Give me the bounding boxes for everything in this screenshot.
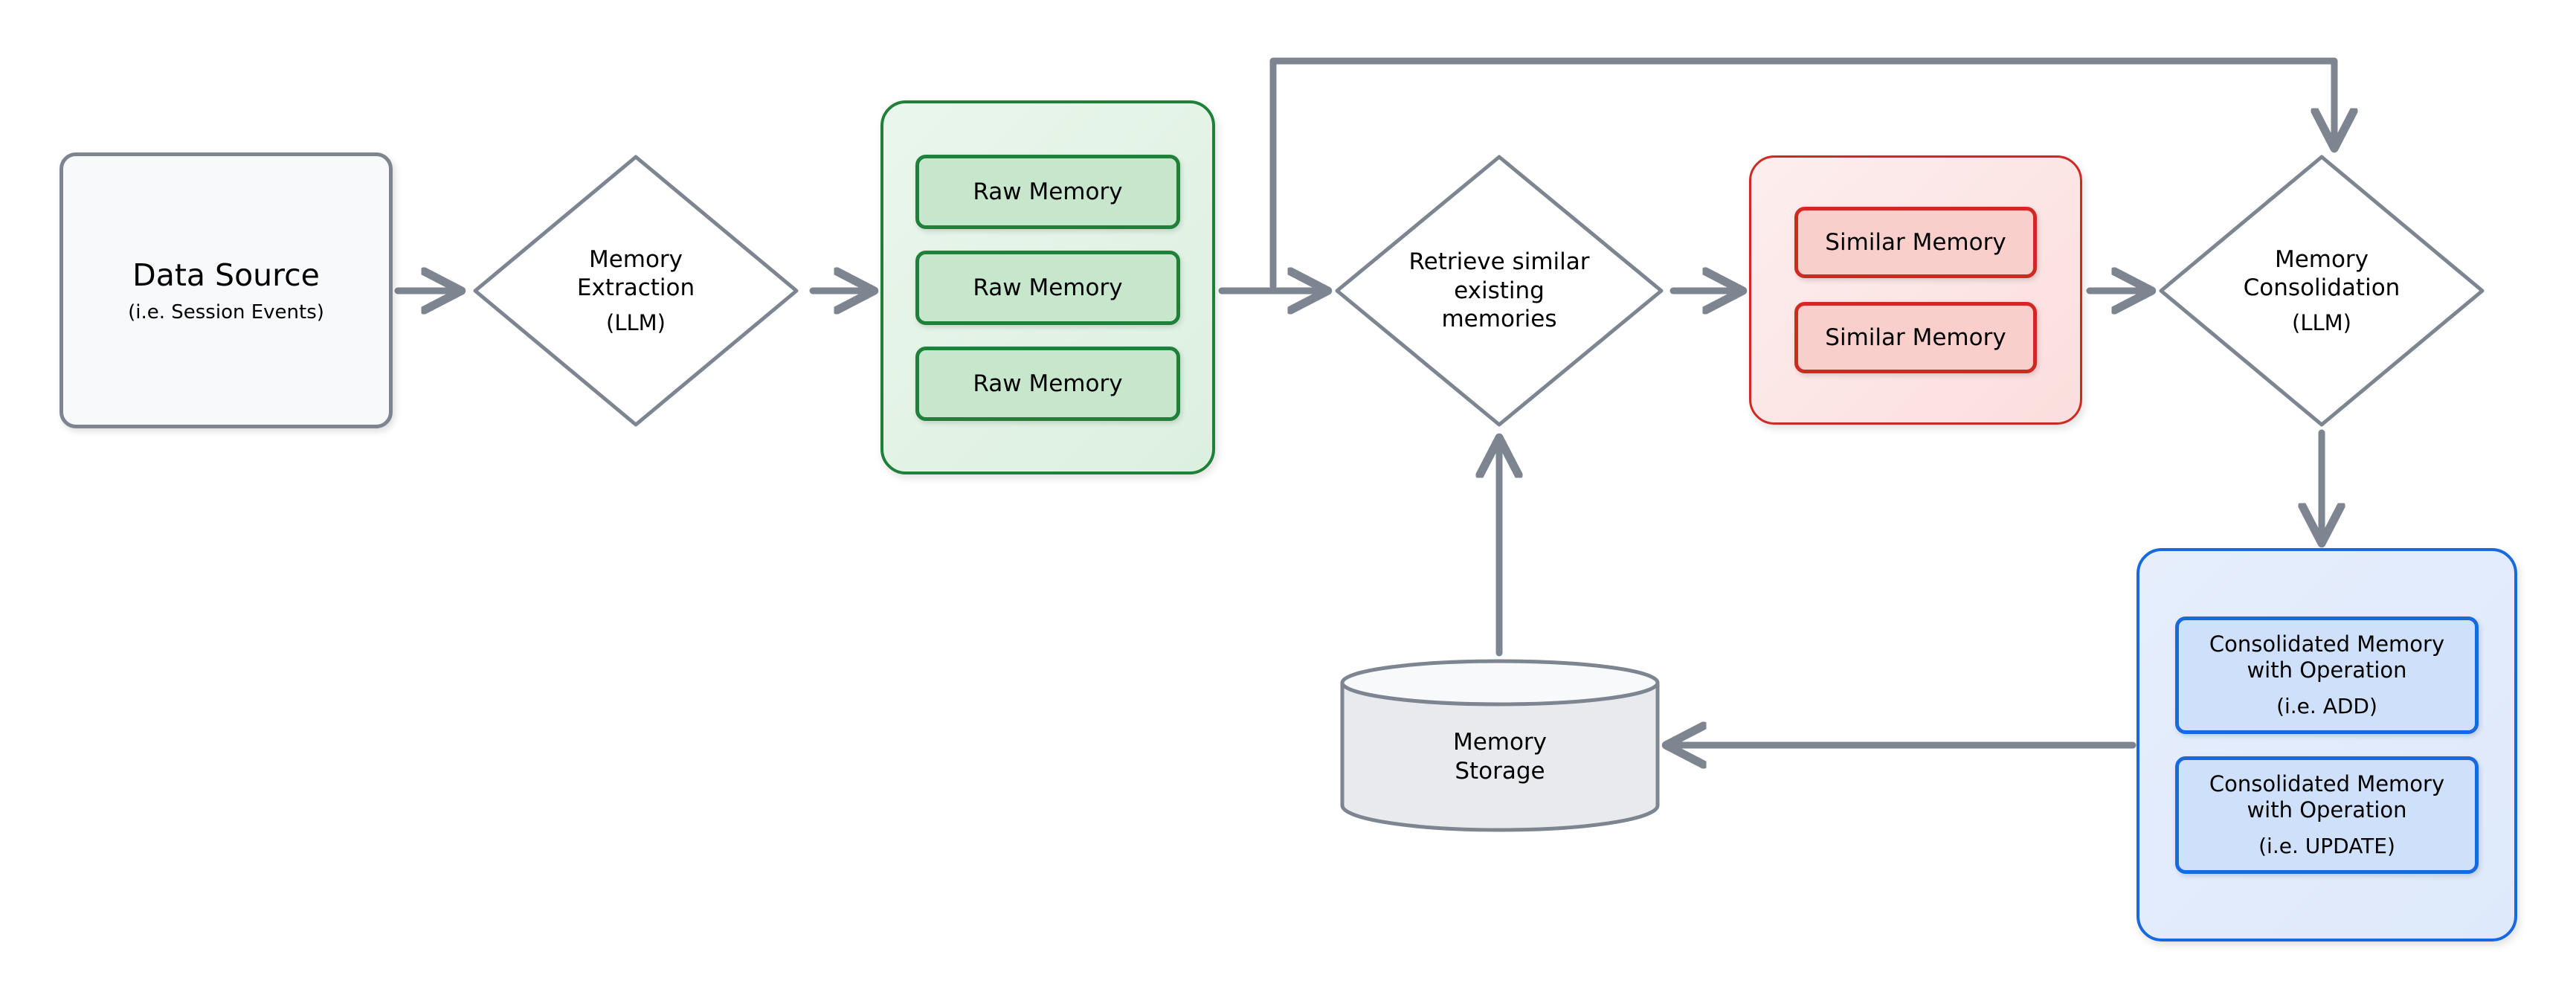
similar-memory-item[interactable]: Similar Memory xyxy=(1794,207,2037,278)
consolidated-memory-line1: Consolidated Memory xyxy=(2209,770,2445,796)
consolidated-memory-line1: Consolidated Memory xyxy=(2209,631,2445,657)
node-memory-consolidation[interactable]: Memory Consolidation (LLM) xyxy=(2157,152,2487,429)
diamond-shape xyxy=(1335,155,1664,427)
raw-memory-item[interactable]: Raw Memory xyxy=(915,250,1180,325)
consolidated-memory-item[interactable]: Consolidated Memory with Operation (i.e.… xyxy=(2175,616,2479,734)
data-source-title: Data Source xyxy=(132,257,320,293)
similar-memory-item[interactable]: Similar Memory xyxy=(1794,302,2037,373)
consolidated-memory-item[interactable]: Consolidated Memory with Operation (i.e.… xyxy=(2175,756,2479,874)
raw-memory-item[interactable]: Raw Memory xyxy=(915,154,1180,229)
consolidated-memory-operation: (i.e. UPDATE) xyxy=(2258,833,2395,858)
group-similar-memory[interactable]: Similar Memory Similar Memory xyxy=(1749,155,2082,425)
group-raw-memory[interactable]: Raw Memory Raw Memory Raw Memory xyxy=(880,100,1215,474)
consolidated-memory-operation: (i.e. ADD) xyxy=(2276,693,2377,718)
cylinder-shape xyxy=(1340,659,1660,832)
consolidated-memory-line2: with Operation xyxy=(2247,796,2407,823)
node-retrieve-similar-memories[interactable]: Retrieve similar existing memories xyxy=(1333,152,1666,429)
raw-memory-label: Raw Memory xyxy=(973,274,1123,301)
raw-memory-label: Raw Memory xyxy=(973,370,1123,397)
node-memory-storage[interactable]: Memory Storage xyxy=(1339,658,1661,832)
consolidated-memory-line2: with Operation xyxy=(2247,657,2407,683)
raw-memory-label: Raw Memory xyxy=(973,178,1123,205)
similar-memory-label: Similar Memory xyxy=(1825,229,2006,256)
diamond-shape xyxy=(2159,155,2485,427)
group-consolidated-memory[interactable]: Consolidated Memory with Operation (i.e.… xyxy=(2137,548,2517,942)
data-source-subtitle: (i.e. Session Events) xyxy=(128,300,324,324)
node-memory-extraction[interactable]: Memory Extraction (LLM) xyxy=(471,152,801,429)
node-data-source[interactable]: Data Source (i.e. Session Events) xyxy=(59,152,393,428)
raw-memory-item[interactable]: Raw Memory xyxy=(915,346,1180,421)
similar-memory-label: Similar Memory xyxy=(1825,324,2006,351)
diamond-shape xyxy=(473,155,799,427)
